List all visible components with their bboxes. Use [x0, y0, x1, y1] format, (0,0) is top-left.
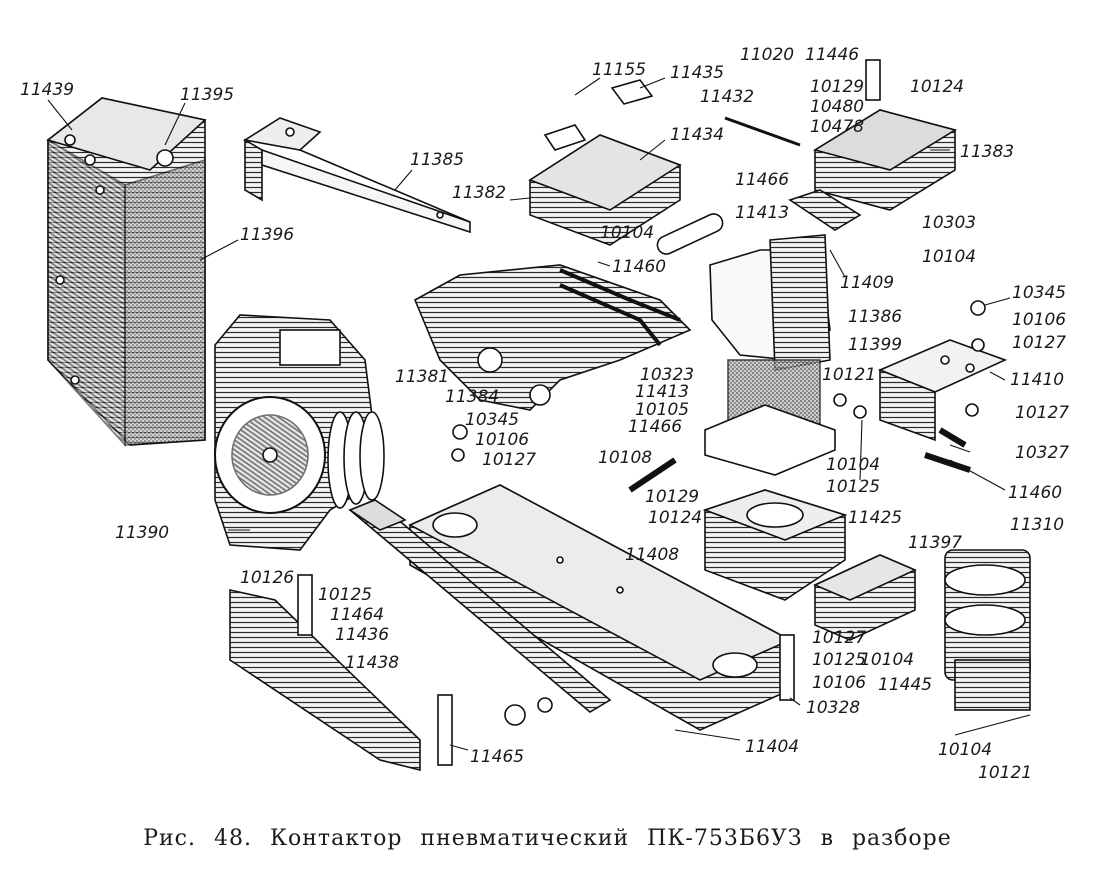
label-10127: 10127 [1012, 333, 1066, 353]
label-11386: 11386 [848, 307, 902, 327]
figure-caption: Рис. 48. Контактор пневматический ПК-753… [143, 826, 952, 851]
label-11310: 11310 [1010, 515, 1064, 535]
label-10104: 10104 [938, 740, 992, 760]
label-11413: 11413 [735, 203, 789, 223]
part-labels: 11439 11395 11385 11155 11435 11020 1144… [20, 45, 1069, 783]
magnet-valve-11310 [944, 549, 1031, 711]
label-11439: 11439 [20, 80, 74, 100]
label-10323: 10323 [640, 365, 694, 385]
rail-11436 [348, 499, 612, 713]
label-11445: 11445 [878, 675, 932, 695]
label-10478: 10478 [810, 117, 864, 137]
label-11155: 11155 [592, 60, 646, 80]
label-10124: 10124 [910, 77, 964, 97]
label-11399: 11399 [848, 335, 902, 355]
label-10124: 10124 [648, 508, 702, 528]
label-11382: 11382 [452, 183, 506, 203]
label-11434: 11434 [670, 125, 724, 145]
label-11404: 11404 [745, 737, 799, 757]
label-11390: 11390 [115, 523, 169, 543]
label-10108: 10108 [598, 448, 652, 468]
label-11408: 11408 [625, 545, 679, 565]
label-10303: 10303 [922, 213, 976, 233]
label-11460: 11460 [612, 257, 666, 277]
label-11397: 11397 [908, 533, 962, 553]
block-11397 [813, 554, 917, 641]
rail-11438 [229, 589, 421, 772]
bracket-11385 [242, 117, 471, 234]
label-11413: 11413 [635, 382, 689, 402]
label-10127: 10127 [482, 450, 536, 470]
label-11425: 11425 [848, 508, 902, 528]
label-11432: 11432 [700, 87, 754, 107]
label-10129: 10129 [810, 77, 864, 97]
label-11438: 11438 [345, 653, 399, 673]
label-10125: 10125 [826, 477, 880, 497]
label-11381: 11381 [395, 367, 449, 387]
label-11020: 11020 [740, 45, 794, 65]
block-11383 [812, 59, 958, 211]
label-10345: 10345 [1012, 283, 1066, 303]
base-plate-11404 [408, 484, 792, 731]
label-11435: 11435 [670, 63, 724, 83]
label-11466: 11466 [735, 170, 789, 190]
cylinder-11399 [702, 234, 848, 601]
label-11385: 11385 [410, 150, 464, 170]
label-10345: 10345 [465, 410, 519, 430]
valve-11390 [214, 314, 385, 551]
frame-11439 [46, 97, 207, 448]
label-11465: 11465 [470, 747, 524, 767]
label-11395: 11395 [180, 85, 234, 105]
label-10104: 10104 [600, 223, 654, 243]
label-11383: 11383 [960, 142, 1014, 162]
label-11464: 11464 [330, 605, 384, 625]
label-10104: 10104 [922, 247, 976, 267]
label-10327: 10327 [1015, 443, 1069, 463]
label-11410: 11410 [1010, 370, 1064, 390]
bracket-11410 [877, 339, 1008, 442]
label-10106: 10106 [475, 430, 529, 450]
label-10121: 10121 [822, 365, 876, 385]
label-11446: 11446 [805, 45, 859, 65]
label-11409: 11409 [840, 273, 894, 293]
label-10104: 10104 [826, 455, 880, 475]
label-10105: 10105 [635, 400, 689, 420]
label-11466: 11466 [628, 417, 682, 437]
block-11382 [528, 79, 682, 246]
arm-11432 [656, 116, 862, 255]
label-10480: 10480 [810, 97, 864, 117]
label-11384: 11384 [445, 387, 499, 407]
label-10125: 10125 [812, 650, 866, 670]
label-10106: 10106 [1012, 310, 1066, 330]
label-10121: 10121 [978, 763, 1032, 783]
label-10328: 10328 [806, 698, 860, 718]
label-11460: 11460 [1008, 483, 1062, 503]
label-11436: 11436 [335, 625, 389, 645]
contact-assembly-11381 [413, 264, 692, 411]
label-10104: 10104 [860, 650, 914, 670]
label-10126: 10126 [240, 568, 294, 588]
label-11396: 11396 [240, 225, 294, 245]
leader-lines [47, 77, 1031, 751]
bolts [297, 300, 986, 766]
label-10106: 10106 [812, 673, 866, 693]
label-10127: 10127 [1015, 403, 1069, 423]
label-10125: 10125 [318, 585, 372, 605]
label-10129: 10129 [645, 487, 699, 507]
label-10127: 10127 [812, 628, 866, 648]
